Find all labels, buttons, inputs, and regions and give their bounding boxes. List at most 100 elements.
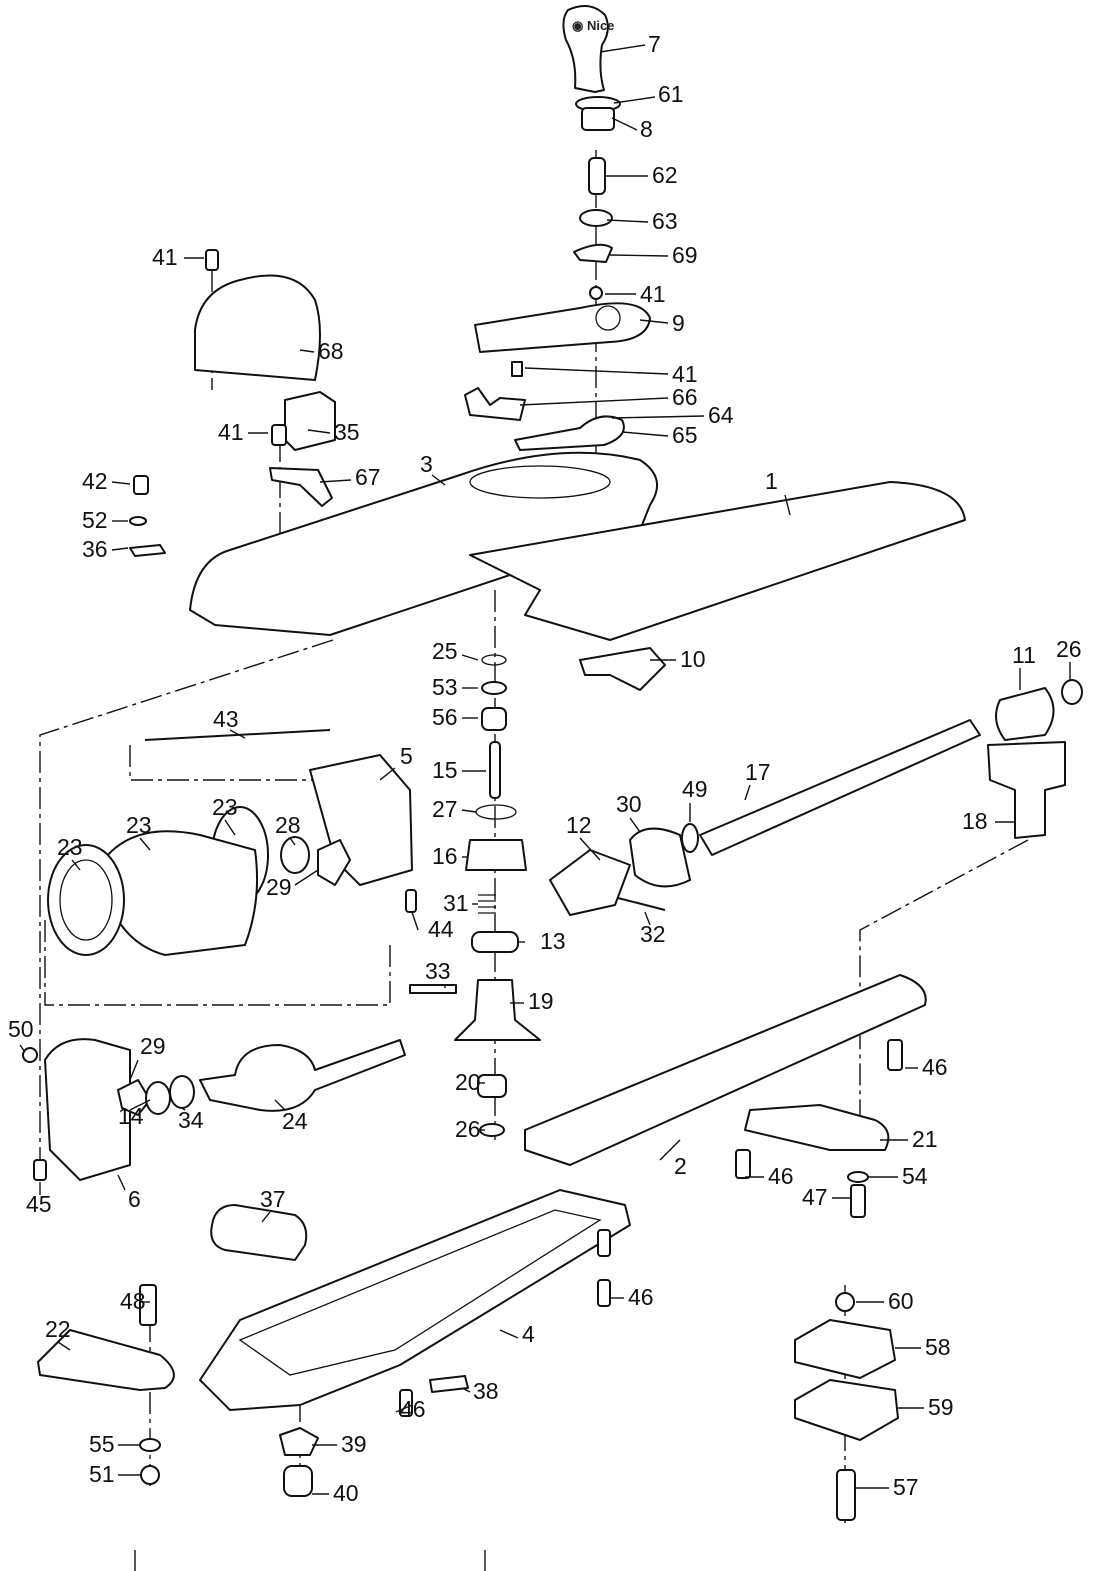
callout-number: 58 <box>925 1334 951 1360</box>
callout-number: 4 <box>522 1321 535 1347</box>
callout-number: 10 <box>680 646 706 672</box>
callout-number: 12 <box>566 812 592 838</box>
callout-number: 43 <box>213 706 239 732</box>
motor-shield-6 <box>44 1038 131 1181</box>
callout-number: 59 <box>928 1394 954 1420</box>
callout-leader <box>609 254 669 257</box>
bearing-56 <box>481 707 507 731</box>
callout-number: 37 <box>260 1186 286 1212</box>
gear-16 <box>465 839 527 871</box>
callout-leader <box>299 349 315 353</box>
callout-number: 41 <box>152 244 178 270</box>
callout-number: 66 <box>672 384 698 410</box>
callout-leader <box>57 1341 71 1351</box>
callout-leader <box>129 1099 151 1111</box>
tie-rod-43 <box>144 729 331 741</box>
callout-number: 33 <box>425 958 451 984</box>
callout-number: 40 <box>333 1480 359 1506</box>
screw-47 <box>850 1184 866 1218</box>
fork-18 <box>987 741 1066 839</box>
callout-leader <box>461 1387 471 1393</box>
screw-42 <box>133 475 149 495</box>
callout-leader <box>461 654 479 661</box>
washer-52 <box>129 516 147 526</box>
callout-leader <box>784 494 791 516</box>
callout-leader <box>395 1404 413 1413</box>
callout-number: 24 <box>282 1108 308 1134</box>
callout-number: 35 <box>334 419 360 445</box>
callout-number: 46 <box>922 1054 948 1080</box>
callout-leader <box>606 219 649 223</box>
callout-leader <box>117 1174 126 1191</box>
pinion-19 <box>454 979 541 1041</box>
screw-46b <box>735 1149 751 1179</box>
callout-number: 32 <box>640 921 666 947</box>
clamp-58 <box>794 1319 896 1379</box>
callout-number: 41 <box>672 361 698 387</box>
callout-leader <box>461 809 477 813</box>
coupling-29b <box>117 1079 151 1116</box>
circlip-27 <box>475 804 517 820</box>
callout-number: 31 <box>443 890 469 916</box>
bearing-14 <box>145 1081 171 1115</box>
callout-number: 16 <box>432 843 458 869</box>
pin-32 <box>617 897 666 911</box>
terminal-block-35 <box>284 391 336 451</box>
callout-number: 62 <box>652 162 678 188</box>
callout-number: 65 <box>672 422 698 448</box>
screw-45 <box>33 1159 47 1181</box>
callout-number: 57 <box>893 1474 919 1500</box>
nut-11 <box>995 687 1055 741</box>
callout-leader <box>71 859 81 871</box>
callout-number: 28 <box>275 812 301 838</box>
callout-number: 26 <box>455 1116 481 1142</box>
callout-number: 61 <box>658 81 684 107</box>
screw-41b <box>511 361 523 377</box>
callout-number: 18 <box>962 808 988 834</box>
screw-41d <box>271 424 287 446</box>
bolt-57 <box>836 1469 856 1521</box>
spring-31 <box>478 894 496 914</box>
callout-leader <box>579 837 601 861</box>
bushing-13 <box>471 931 519 953</box>
ring-49 <box>681 823 699 853</box>
callout-leader <box>613 96 656 104</box>
washer-54 <box>847 1171 869 1183</box>
lock-plate-69 <box>573 243 613 263</box>
callout-leader <box>411 911 419 931</box>
callout-leader <box>639 319 669 324</box>
screw-41 <box>589 286 603 300</box>
screw-46 <box>887 1039 903 1071</box>
callout-number: 47 <box>802 1184 828 1210</box>
worm-gear-12 <box>549 849 631 916</box>
callout-leader <box>129 1059 139 1081</box>
bearing-34 <box>169 1075 195 1109</box>
callout-number: 64 <box>708 402 734 428</box>
callout-number: 11 <box>1012 642 1036 668</box>
callout-number: 23 <box>212 794 238 820</box>
callout-leader <box>519 397 669 406</box>
callout-number: 26 <box>1056 636 1082 662</box>
bolt-48 <box>139 1284 157 1326</box>
callout-number: 42 <box>82 468 108 494</box>
callout-leader <box>307 429 331 434</box>
callout-number: 39 <box>341 1431 367 1457</box>
callout-number: 68 <box>318 338 344 364</box>
callout-number: 9 <box>672 310 685 336</box>
screw-44 <box>405 889 417 913</box>
callout-leader <box>319 479 352 483</box>
lock-pin-62 <box>588 157 606 195</box>
washer-53 <box>481 681 507 695</box>
callout-number: 53 <box>432 674 458 700</box>
callout-leader <box>261 1211 271 1223</box>
callout-leader <box>289 837 296 846</box>
callout-leader <box>111 481 131 485</box>
lever-21 <box>744 1104 890 1151</box>
clamp-59 <box>794 1379 899 1441</box>
screw-46c <box>597 1229 611 1257</box>
callout-number: 8 <box>640 116 653 142</box>
callout-number: 69 <box>672 242 698 268</box>
bushing-20 <box>477 1074 507 1098</box>
